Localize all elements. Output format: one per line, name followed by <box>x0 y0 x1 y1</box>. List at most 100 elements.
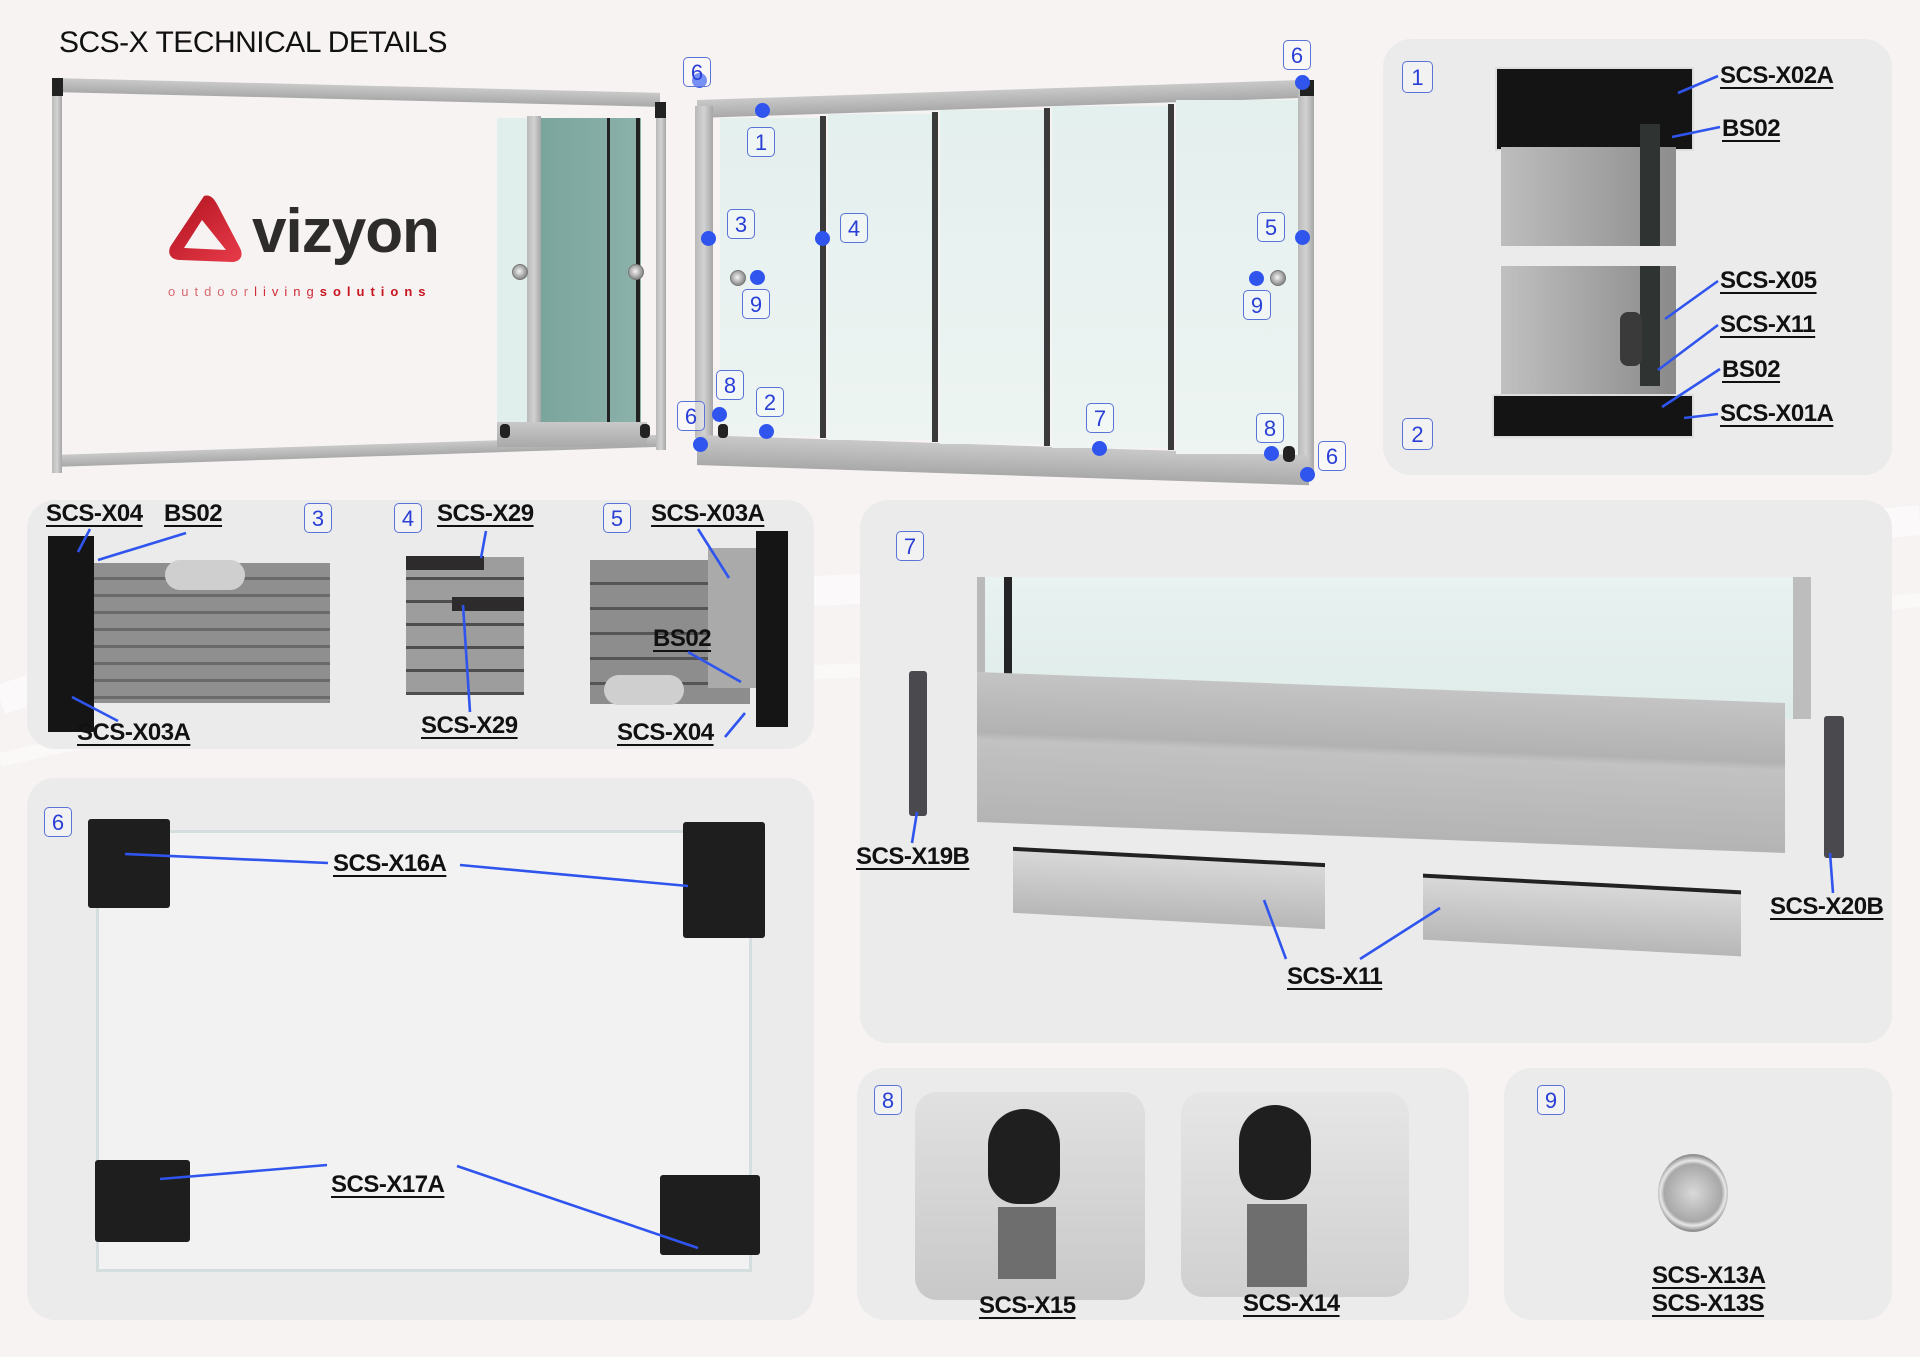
handle-knob-large <box>1658 1154 1728 1232</box>
roller-left <box>165 560 245 590</box>
callout-badge-9[interactable]: 9 <box>742 289 770 319</box>
section-badge-4: 4 <box>394 503 422 533</box>
callout-dot[interactable] <box>1300 467 1315 482</box>
top-profile-section <box>1495 67 1694 151</box>
callout-badge-1[interactable]: 1 <box>747 127 775 157</box>
section-badge-2: 2 <box>1402 418 1433 450</box>
right-post <box>656 106 666 450</box>
handle-knob <box>512 264 528 280</box>
callout-badge-7[interactable]: 7 <box>1086 403 1114 433</box>
handle-knob <box>628 264 644 280</box>
callout-dot[interactable] <box>750 270 765 285</box>
tagline-mid: living <box>254 284 320 299</box>
part-label-scs-x13a: SCS-X13A <box>1652 1262 1766 1289</box>
callout-dot[interactable] <box>815 231 830 246</box>
end-cap-scs-x20b <box>1824 716 1844 858</box>
part-label-scs-x13s: SCS-X13S <box>1652 1290 1765 1317</box>
photo-scs-x14 <box>1181 1092 1409 1297</box>
callout-badge-8[interactable]: 8 <box>716 370 744 400</box>
glass-panel-3 <box>940 110 1044 444</box>
section-badge-6: 6 <box>44 807 72 837</box>
roller-body <box>1620 312 1642 366</box>
section-badge-3: 3 <box>304 503 332 533</box>
callout-dot[interactable] <box>712 407 727 422</box>
section-badge-7: 7 <box>896 531 924 561</box>
callout-badge-9[interactable]: 9 <box>1243 290 1271 320</box>
part-label-scs-x04: SCS-X04 <box>617 719 714 746</box>
top-rail <box>52 78 660 107</box>
part-label-scs-x29: SCS-X29 <box>421 712 518 739</box>
callout-dot[interactable] <box>1295 230 1310 245</box>
callout-dot[interactable] <box>1295 75 1310 90</box>
corner-bracket-bottom-left <box>95 1160 190 1242</box>
corner-bracket-top-left <box>88 819 170 908</box>
interlock-profile <box>406 556 484 570</box>
panel-divider <box>1044 108 1050 446</box>
photo-scs-x15 <box>915 1092 1145 1300</box>
callout-dot[interactable] <box>755 103 770 118</box>
callout-badge-2[interactable]: 2 <box>756 387 784 417</box>
glass-panel-4 <box>1052 106 1168 448</box>
panel-profile <box>527 116 541 446</box>
glass-panel-tinted <box>541 118 641 440</box>
part-label-scs-x15: SCS-X15 <box>979 1292 1076 1319</box>
bumper-base <box>1247 1204 1307 1287</box>
part-label-scs-x04: SCS-X04 <box>46 500 143 527</box>
bottom-profile-section <box>1492 394 1694 438</box>
tagline-bold: solutions <box>319 284 432 299</box>
corner-cap <box>52 78 63 96</box>
left-post <box>52 78 62 473</box>
callout-dot[interactable] <box>692 73 707 88</box>
callout-badge-4[interactable]: 4 <box>840 213 868 243</box>
stopper <box>500 424 510 438</box>
roller-right <box>604 675 684 705</box>
callout-dot[interactable] <box>1092 441 1107 456</box>
part-label-scs-x11: SCS-X11 <box>1287 963 1383 990</box>
brand-name: vizyon <box>252 197 440 266</box>
part-label-bs02: BS02 <box>164 500 223 527</box>
callout-dot[interactable] <box>693 437 708 452</box>
side-profile-right <box>756 531 788 727</box>
left-post <box>695 106 713 438</box>
interlock-profile <box>452 597 524 611</box>
section-badge-8: 8 <box>874 1085 902 1115</box>
callout-dot[interactable] <box>1264 446 1279 461</box>
stopper <box>718 424 728 438</box>
part-label-scs-x20b: SCS-X20B <box>1770 893 1884 920</box>
callout-badge-6[interactable]: 6 <box>683 57 711 87</box>
glass-stack-middle <box>406 557 524 695</box>
tagline-light: outdoor <box>168 284 255 299</box>
panel-divider <box>820 116 826 438</box>
bumper-body <box>1239 1105 1311 1200</box>
panel-edge <box>607 118 610 438</box>
callout-badge-5[interactable]: 5 <box>1257 212 1285 242</box>
callout-badge-3[interactable]: 3 <box>727 209 755 239</box>
end-cap-scs-x19b <box>909 671 927 816</box>
bottom-glass-edge <box>1640 266 1660 386</box>
stopper <box>640 424 650 438</box>
callout-badge-6[interactable]: 6 <box>1318 441 1346 471</box>
part-label-bs02: BS02 <box>653 625 712 652</box>
callout-badge-6[interactable]: 6 <box>1283 40 1311 70</box>
panel-bottom-profile <box>497 422 647 447</box>
top-glass-edge <box>1640 124 1660 246</box>
callout-dot[interactable] <box>701 231 716 246</box>
part-label-scs-x02a: SCS-X02A <box>1720 62 1834 89</box>
part-label-bs02: BS02 <box>1722 356 1781 383</box>
part-label-scs-x16a: SCS-X16A <box>333 850 447 877</box>
glass-panel-2 <box>828 114 932 440</box>
side-profile-left <box>48 536 94 732</box>
callout-dot[interactable] <box>759 424 774 439</box>
handle-knob <box>1270 270 1286 286</box>
corner-cap <box>655 102 666 118</box>
panel-divider <box>932 112 938 442</box>
page-title: SCS-X TECHNICAL DETAILS <box>59 26 448 59</box>
callout-dot[interactable] <box>1249 271 1264 286</box>
callout-badge-8[interactable]: 8 <box>1256 413 1284 443</box>
part-label-scs-x03a: SCS-X03A <box>651 500 765 527</box>
bumper-base <box>998 1207 1056 1279</box>
section-badge-1: 1 <box>1402 61 1433 93</box>
section-badge-9: 9 <box>1537 1085 1565 1115</box>
callout-badge-6[interactable]: 6 <box>677 401 705 431</box>
section-badge-5: 5 <box>603 503 631 533</box>
